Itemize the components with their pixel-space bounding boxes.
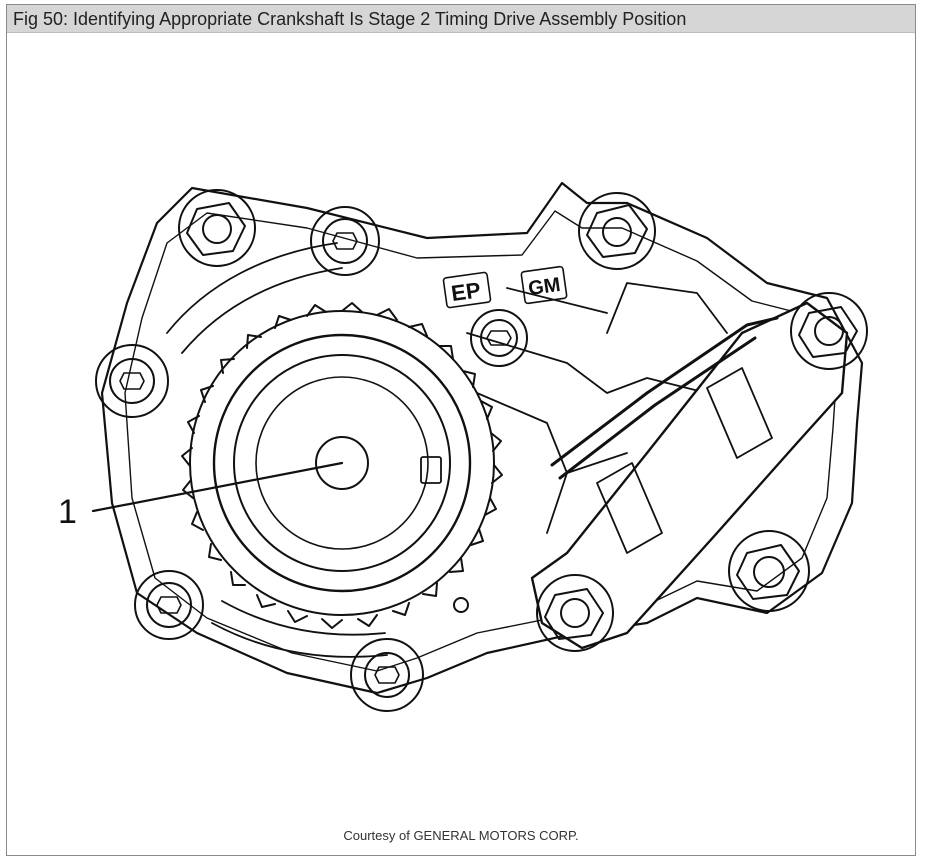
ep-stamp-box [442,271,492,309]
housing-web [466,282,728,534]
bolt-top-left [178,189,256,267]
timing-drive-illustration: EP GM [91,181,868,712]
bolt-bottom-left [134,570,204,640]
gm-stamp-box [520,265,568,305]
bolt-center [470,309,528,367]
housing-rib-bottom [211,600,388,658]
crankshaft-sprocket [181,302,503,629]
figure-title: Fig 50: Identifying Appropriate Cranksha… [13,9,687,29]
callout-label-1: 1 [58,493,77,531]
bolt-top [310,206,380,276]
dowel-pin [453,597,469,613]
bolt-bottom [350,638,424,712]
credit-line: Courtesy of GENERAL MOTORS CORP. [343,828,579,843]
figure-frame: Fig 50: Identifying Appropriate Cranksha… [6,4,916,856]
sprocket-teeth [181,302,503,629]
gm-stamp: GM [527,274,562,300]
bolt-bottom-right [728,530,810,612]
ep-stamp: EP [450,277,483,306]
crankshaft-key [420,456,442,484]
chain-tensioner-guide [530,301,849,650]
crankshaft-center [315,436,369,490]
timing-cover-inner-edge [124,210,838,672]
bolt-tensioner-upper [790,292,868,370]
title-bar: Fig 50: Identifying Appropriate Cranksha… [7,5,915,33]
housing-bolts [95,189,868,712]
bolt-tensioner-lower [536,574,614,652]
callout-leader-1 [91,461,344,513]
bolt-left [95,344,169,418]
bolt-top-right [578,192,656,270]
timing-drive-diagram: EP GM [7,33,915,823]
